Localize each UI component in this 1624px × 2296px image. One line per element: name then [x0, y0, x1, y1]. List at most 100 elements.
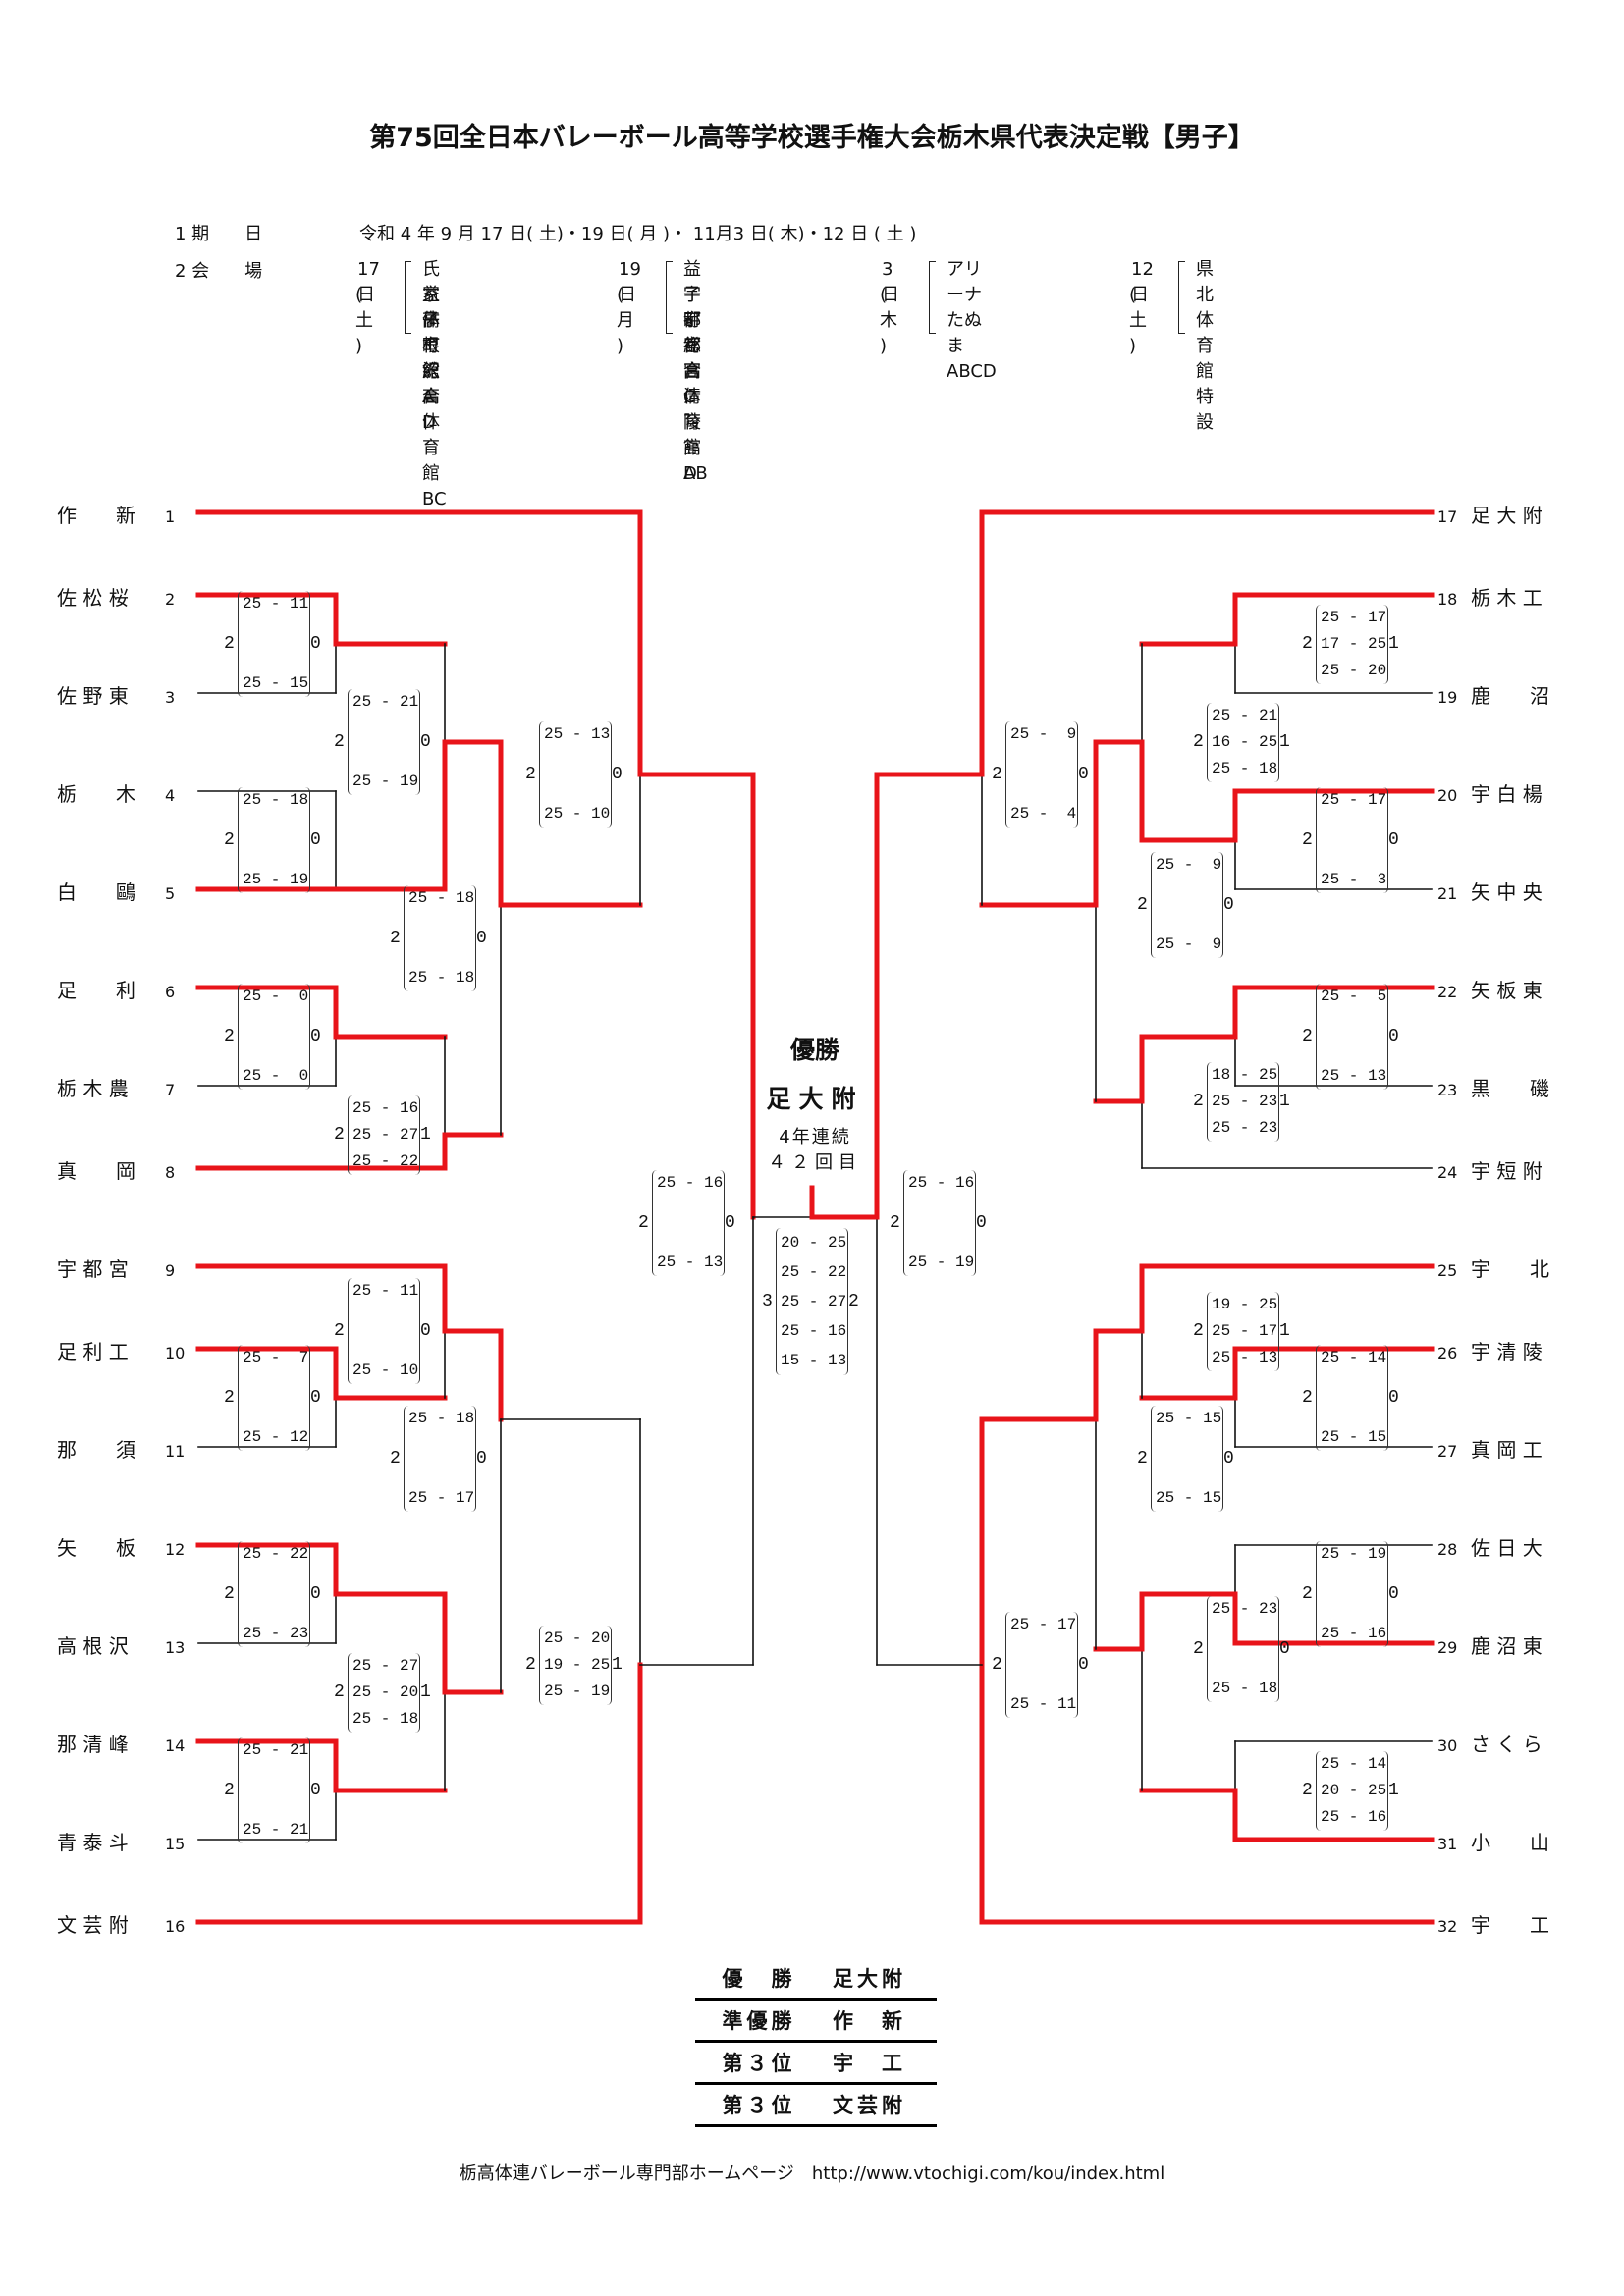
standings-rank: 準優勝 — [695, 1999, 823, 2043]
schedule-label: 1 期 日 — [175, 224, 263, 244]
sets-won-left: 2 — [1193, 1321, 1204, 1341]
set-score: 25 - 16 — [352, 1098, 419, 1117]
sets-won-left: 2 — [224, 1027, 235, 1046]
venue-weekday: ( 月 ) — [617, 285, 634, 356]
sets-won-left: 3 — [762, 1292, 773, 1311]
sets-won-right: 0 — [1279, 1639, 1290, 1659]
team-number: 14 — [165, 1736, 186, 1755]
venue-place: 氏家体育館A — [422, 259, 440, 407]
team-name: 那 清 峰 — [57, 1733, 129, 1756]
team-number: 10 — [165, 1344, 186, 1362]
sets-won-left: 2 — [1193, 1639, 1204, 1659]
standings-rank: 第３位 — [695, 2041, 823, 2085]
team-number: 31 — [1437, 1835, 1458, 1853]
sets-won-right: 0 — [420, 1321, 431, 1341]
team-name: 矢 中 央 — [1471, 881, 1543, 904]
set-score: 25 - 20 — [1321, 661, 1387, 679]
venue-place: 益子町総合体育館AB — [683, 259, 708, 484]
set-score: 25 - 22 — [352, 1151, 419, 1170]
team-number: 3 — [165, 688, 176, 707]
sets-won-left: 2 — [992, 765, 1002, 784]
set-score: 25 - 23 — [1212, 1600, 1278, 1618]
team-name: 足 利 工 — [57, 1340, 129, 1363]
set-score: 25 - 18 — [243, 791, 309, 809]
team-number: 15 — [165, 1835, 186, 1853]
set-score: 18 - 25 — [1212, 1065, 1278, 1084]
set-score: 25 - 17 — [408, 1489, 475, 1507]
footer-homepage-link[interactable]: 栃高体連バレーボール専門部ホームページ http://www.vtochigi.… — [459, 2163, 1165, 2184]
set-score: 25 - 12 — [243, 1428, 309, 1446]
team-number: 26 — [1437, 1344, 1458, 1362]
sets-won-left: 2 — [1193, 732, 1204, 752]
team-entry: 矢 板 12 — [57, 1532, 185, 1561]
set-score: 25 - 17 — [1321, 608, 1387, 626]
sets-won-right: 0 — [1223, 895, 1234, 915]
set-score: 15 - 13 — [781, 1352, 847, 1369]
venue-day: 3 日 — [882, 259, 899, 305]
sets-won-left: 2 — [390, 1449, 401, 1468]
team-number: 25 — [1437, 1261, 1458, 1280]
set-score: 25 - 21 — [243, 1821, 309, 1839]
venue-day: 17 日 — [357, 259, 380, 305]
team-name: 作 新 — [57, 504, 135, 527]
team-name: 宇 短 附 — [1471, 1159, 1543, 1183]
team-name: 矢 板 東 — [1471, 979, 1543, 1002]
sets-won-right: 1 — [420, 1682, 431, 1702]
team-name: 宇 北 — [1471, 1257, 1549, 1281]
team-name: 矢 板 — [57, 1536, 135, 1560]
team-number: 6 — [165, 983, 176, 1001]
team-name: 文 芸 附 — [57, 1913, 129, 1937]
team-name: 高 根 沢 — [57, 1634, 129, 1658]
set-score: 25 - 18 — [1212, 759, 1278, 777]
set-score: 25 - 19 — [908, 1254, 975, 1271]
team-name: 白 鷗 — [57, 881, 135, 904]
set-score: 25 - 0 — [243, 988, 309, 1005]
set-score: 20 - 25 — [1321, 1781, 1387, 1799]
set-score: 25 - 20 — [544, 1629, 611, 1647]
champion-box: 優勝 足大附 4年連続 ４２回目 — [746, 1031, 884, 1176]
sets-won-right: 0 — [476, 929, 487, 948]
set-score: 25 - 11 — [243, 595, 309, 613]
set-score: 25 - 23 — [1212, 1118, 1278, 1137]
team-name: 宇 清 陵 — [1471, 1340, 1543, 1363]
sets-won-left: 2 — [390, 929, 401, 948]
set-score: 25 - 19 — [243, 871, 309, 888]
sets-won-left: 2 — [224, 1388, 235, 1408]
team-number: 23 — [1437, 1081, 1458, 1099]
set-score: 25 - 16 — [657, 1174, 724, 1192]
sets-won-left: 2 — [525, 765, 536, 784]
set-score: 25 - 19 — [1321, 1545, 1387, 1563]
venue-bracket — [666, 261, 673, 334]
set-score: 25 - 4 — [1010, 805, 1077, 823]
set-score: 19 - 25 — [544, 1655, 611, 1674]
team-number: 28 — [1437, 1540, 1458, 1559]
venue-place: アリーナたぬまABCD — [947, 259, 997, 382]
team-number: 12 — [165, 1540, 186, 1559]
